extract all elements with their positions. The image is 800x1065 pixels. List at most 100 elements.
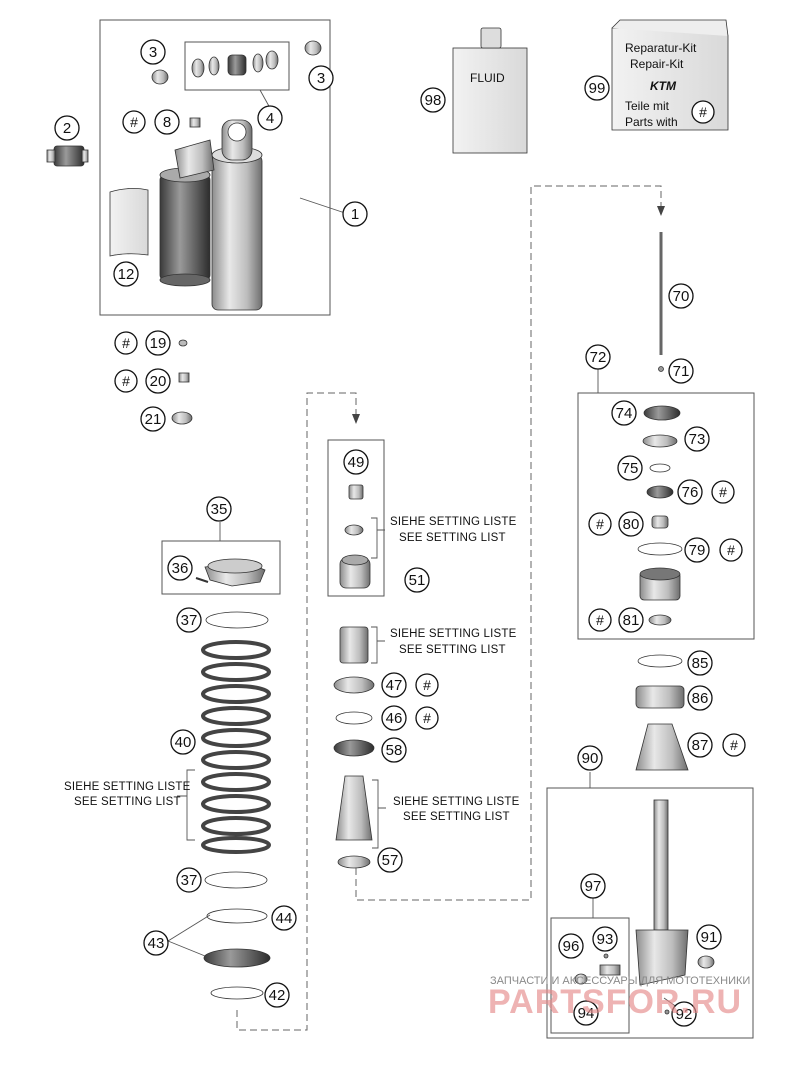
callout-p47-label: 47 [386,677,403,694]
callout-p72-label: 72 [590,349,607,366]
callout-p36-circle [167,555,193,581]
callout-p51-circle [404,567,430,593]
callout-p71: 71 [668,358,694,384]
callout-p21-label: 21 [145,411,162,428]
callout-p94-label: 94 [578,1005,595,1022]
adjuster-part-51 [339,554,371,589]
callout-p21-circle [140,406,166,432]
callout-p97-label: 97 [585,878,602,895]
fluid-label: FLUID [470,71,505,85]
callout-p70: 70 [668,283,694,309]
dashed-flow-lines [236,185,662,1031]
ball-part-92 [664,1009,670,1015]
part-drawings [46,19,729,1015]
callout-p4: 4 [257,105,283,131]
callout-p44: 44 [271,905,297,931]
callout-p96-circle [558,933,584,959]
callout-p36: 36 [167,555,193,581]
callout-p93-label: 93 [597,931,614,948]
hash-h99-circle [691,100,715,124]
callout-p93-circle [592,926,618,952]
callout-p3b: 3 [308,65,334,91]
callout-p98: 98 [420,87,446,113]
ring-part-19 [178,339,188,347]
callout-p90-label: 90 [582,750,599,767]
hash-h47-circle [415,673,439,697]
shock-body-part-1 [159,119,263,311]
part-97-group-frame [550,917,630,1034]
callout-p86-circle [687,685,713,711]
callout-p8: 8 [154,109,180,135]
svg-text:KTM: KTM [650,79,677,93]
callout-p73-circle [684,426,710,452]
callout-p73: 73 [684,426,710,452]
callout-p35-circle [206,496,232,522]
callout-p58-label: 58 [386,742,403,759]
hash-h81-label: # [596,612,604,628]
callout-p37a-label: 37 [181,612,198,629]
hash-h20-label: # [122,373,130,389]
circlip-part-42 [210,986,264,1000]
callout-p46-circle [381,705,407,731]
callout-p74: 74 [611,400,637,426]
svg-text:SIEHE SETTING LISTE: SIEHE SETTING LISTE [390,516,517,528]
callout-p19: 19 [145,330,171,356]
part-49-51-group-frame [327,439,385,597]
callout-p87-circle [687,732,713,758]
callout-p80-circle [618,511,644,537]
seal-part-76 [646,485,674,499]
callout-p99: 99 [584,75,610,101]
seal-part-74 [643,405,681,421]
callout-p12-circle [113,261,139,287]
hash-h46-circle [415,706,439,730]
callout-p92: 92 [671,1001,697,1027]
ring-part-44 [206,908,268,924]
callout-p91: 91 [696,924,722,950]
callout-p37b: 37 [176,867,202,893]
hash-h20: # [114,369,138,393]
callout-p91-label: 91 [701,929,718,946]
callout-p37a: 37 [176,607,202,633]
circlip-part-85 [637,654,683,668]
callout-p75-label: 75 [622,460,639,477]
hash-h19: # [114,331,138,355]
callout-p85-circle [687,650,713,676]
spring-nut-part-36 [195,558,266,587]
callout-p42: 42 [264,982,290,1008]
plate-part-43 [203,948,271,968]
part-4-group-frame [184,41,290,91]
hash-h81-circle [588,608,612,632]
callout-p81-label: 81 [623,612,640,629]
hash-h19-label: # [122,335,130,351]
svg-text:Parts with: Parts with [625,115,678,129]
ring-part-75 [649,463,671,473]
callout-p79: 79 [684,537,710,563]
callout-p58-circle [381,737,407,763]
hash-h87-circle [722,733,746,757]
hash-h8: # [122,110,146,134]
part-90-group-frame [546,787,754,1039]
callout-p1-circle [342,201,368,227]
callout-p51: 51 [404,567,430,593]
svg-text:SEE SETTING LIST: SEE SETTING LIST [403,811,510,823]
callout-p57-label: 57 [382,852,399,869]
hash-h79-circle [719,538,743,562]
ball-part-93 [603,953,609,959]
hash-h47-label: # [423,677,431,693]
callout-p3a-circle [140,39,166,65]
callout-p35-label: 35 [211,501,228,518]
ring-part-46 [335,711,373,725]
washer-part-73 [642,434,678,448]
callout-p12: 12 [113,261,139,287]
hash-h76: # [711,480,735,504]
callout-p44-circle [271,905,297,931]
watermark: ЗАПЧАСТИ И АКСЕССУАРЫ ДЛЯ МОТОТЕХНИКИ PA… [488,975,750,1021]
callout-p43: 43 [143,930,169,956]
callout-p43-label: 43 [148,935,165,952]
callout-p70-circle [668,283,694,309]
callout-p40-label: 40 [175,734,192,751]
callout-p72-circle [585,344,611,370]
callout-p74-label: 74 [616,405,633,422]
callout-p74-circle [611,400,637,426]
hash-h79: # [719,538,743,562]
